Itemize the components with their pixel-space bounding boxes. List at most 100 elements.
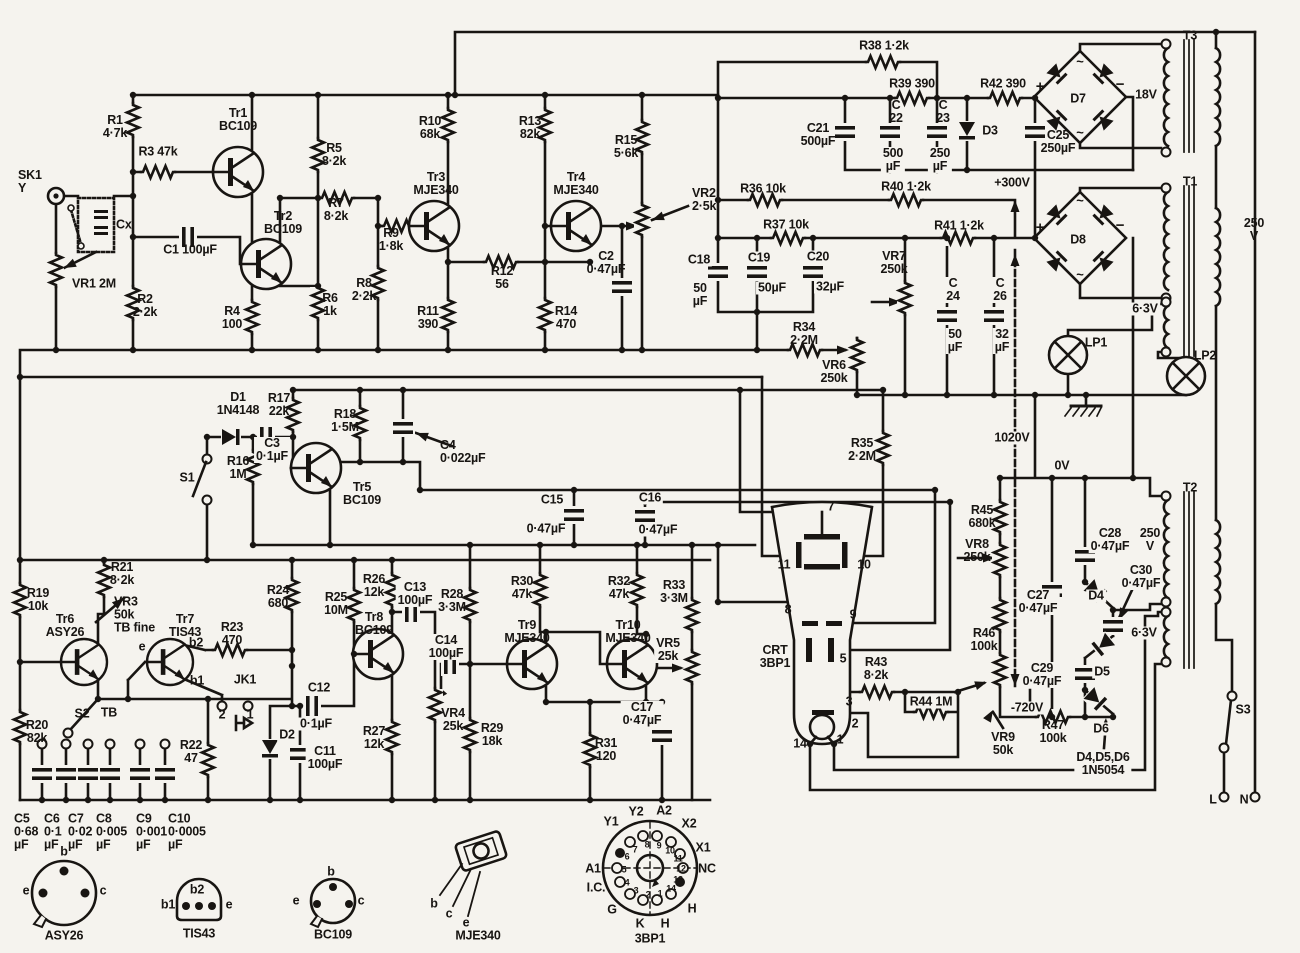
- tb-label: TB: [100, 705, 118, 720]
- r36-label: R36 10k: [740, 181, 786, 196]
- r27-label: R27 12k: [362, 724, 386, 751]
- r11-label: R11 390: [417, 304, 439, 331]
- tis43-pinout: [175, 877, 223, 922]
- bp1-caption: 3BP1: [634, 931, 666, 946]
- mje340-b-label: b: [430, 896, 438, 911]
- bp1-n10: 10: [665, 845, 675, 856]
- c28-label: C28 0·47µF: [1088, 526, 1132, 553]
- bc109-pinout: [309, 877, 357, 929]
- c19-label: C19: [745, 250, 773, 265]
- r1-label: R1 4·7k: [102, 113, 128, 140]
- tr10-label: Tr10 MJE340: [605, 618, 651, 645]
- c18-val: 50 µF: [690, 281, 710, 308]
- r20-label: R20 82k: [25, 718, 49, 745]
- c9-label: C9 0·001 µF: [136, 811, 167, 852]
- c15-val: 0·47µF: [524, 521, 568, 536]
- tis43-b2-label: b2: [189, 882, 205, 897]
- d2-label: D2: [277, 727, 297, 742]
- r23-label: R23 470: [220, 620, 244, 647]
- d7-ac-bot: ~: [1076, 125, 1084, 141]
- tr8-label: Tr8 BC109: [355, 610, 393, 637]
- bp1-n5: 5: [621, 864, 627, 875]
- c24-val: 50 µF: [945, 327, 965, 354]
- r38-label: R38 1·2k: [859, 38, 909, 53]
- bc109-c-label: c: [357, 893, 365, 908]
- bp1-n9: 9: [656, 840, 662, 851]
- cx-label: Cx: [116, 217, 132, 232]
- asy26-pinout: [30, 859, 98, 929]
- v250-t2-label: 250 V: [1137, 526, 1163, 553]
- c23-val: 250 µF: [927, 146, 953, 173]
- bp1-y2-label: Y2: [628, 804, 644, 819]
- r25-label: R25 10M: [324, 590, 348, 617]
- c13-label: C13 100µF: [395, 580, 435, 607]
- r37-label: R37 10k: [763, 217, 809, 232]
- r3-label: R3 47k: [138, 144, 178, 159]
- crt-pin3: 3: [845, 694, 853, 709]
- jk1-label: JK1: [233, 672, 257, 687]
- c16-label: C16: [636, 490, 664, 505]
- asy26-b-label: b: [60, 844, 68, 859]
- c25-label: C25 250µF: [1040, 128, 1076, 155]
- plus300-label: +300V: [992, 175, 1032, 190]
- r19-label: R19 10k: [26, 586, 50, 613]
- bp1-pinout: [601, 819, 699, 917]
- r9-label: R9 1·8k: [378, 226, 404, 253]
- crt-label: CRT 3BP1: [759, 643, 791, 670]
- r16-label: R16 1M: [226, 454, 250, 481]
- crt-pin8: 8: [784, 602, 792, 617]
- vr6-label: VR6 250k: [820, 358, 848, 385]
- r31-label: R31 120: [594, 736, 618, 763]
- bp1-nc-label: NC: [698, 861, 716, 876]
- c4-label: C4 0·022µF: [440, 438, 486, 465]
- r39-label: R39 390: [889, 76, 935, 91]
- crt-pin9: 9: [849, 607, 857, 622]
- bp1-y1-label: Y1: [603, 814, 619, 829]
- tis43-e-label: e: [225, 897, 233, 912]
- bp1-n7: 7: [632, 844, 638, 855]
- crt-pin7: 7: [827, 499, 835, 514]
- d7-plus: +: [1035, 78, 1045, 96]
- t3-label: T3: [1182, 28, 1198, 43]
- d8-minus: −: [1115, 217, 1125, 235]
- bp1-n3: 3: [633, 885, 639, 896]
- tr5-label: Tr5 BC109: [343, 480, 381, 507]
- d456-label: D4,D5,D6 1N5054: [1074, 750, 1132, 777]
- bp1-g-label: G: [607, 902, 617, 917]
- r32-label: R32 47k: [607, 574, 631, 601]
- jk1-2-label: 2: [218, 707, 226, 722]
- c14-label: C14 100µF: [426, 633, 466, 660]
- r22-label: R22 47: [179, 738, 203, 765]
- c2-label: C2 0·47µF: [586, 249, 626, 276]
- vr8-label: VR8 250k: [963, 537, 991, 564]
- r42-label: R42 390: [980, 76, 1026, 91]
- asy26-caption: ASY26: [44, 928, 84, 943]
- mje340-c-label: c: [445, 906, 453, 921]
- bp1-ic-label: I.C.: [586, 880, 606, 895]
- c8-label: C8 0·005 µF: [96, 811, 127, 852]
- bp1-n1: 1: [657, 888, 663, 899]
- r43-label: R43 8·2k: [863, 655, 889, 682]
- r7-label: R7 8·2k: [323, 196, 349, 223]
- r10-label: R10 68k: [418, 114, 442, 141]
- bp1-n4: 4: [624, 877, 630, 888]
- d5-label: D5: [1092, 664, 1112, 679]
- crt-pin5: 5: [839, 651, 847, 666]
- bc109-b-label: b: [327, 864, 335, 879]
- r28-label: R28 3·3M: [438, 587, 466, 614]
- bp1-n14: 14: [666, 883, 676, 894]
- mje340-caption: MJE340: [455, 928, 501, 943]
- sk1-label: SK1 Y: [18, 168, 42, 195]
- asy26-c-label: c: [99, 883, 107, 898]
- c27-label: C27 0·47µF: [1016, 588, 1060, 615]
- t2-label: T2: [1182, 480, 1198, 495]
- bp1-x2-label: X2: [681, 816, 697, 831]
- c3-label: C3 0·1µF: [254, 436, 290, 463]
- c19-val: 50µF: [756, 280, 788, 295]
- crt-pin1: 1: [836, 732, 844, 747]
- v720-label: -720V: [1008, 700, 1046, 715]
- r46-label: R46 100k: [970, 626, 998, 653]
- s3-label: S3: [1235, 702, 1251, 717]
